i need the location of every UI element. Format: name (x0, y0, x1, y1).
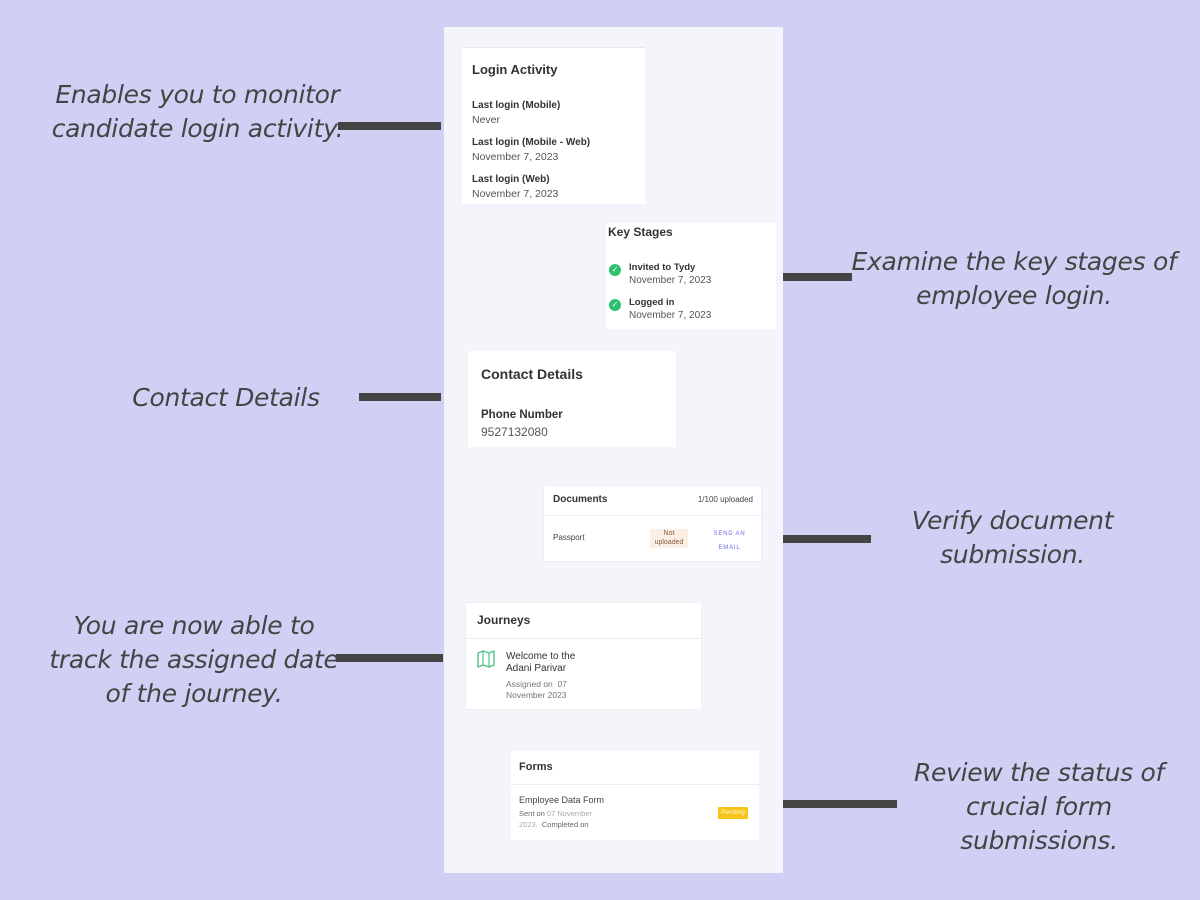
candidate-profile-panel: Login Activity Last login (Mobile) Never… (444, 27, 783, 873)
stage-logged-in-label: Logged in (629, 297, 675, 308)
login-mobile-label: Last login (Mobile) (472, 100, 561, 111)
connector-journeys (336, 654, 443, 662)
login-web-label: Last login (Web) (472, 174, 550, 185)
document-row-name: Passport (553, 533, 585, 542)
form-sent-prefix: Sent on (519, 809, 545, 818)
contact-details-card: Contact Details Phone Number 9527132080 (468, 351, 676, 447)
forms-title: Forms (519, 761, 553, 773)
form-sent-date-a: 07 November (546, 809, 592, 818)
stage-invited-date: November 7, 2023 (629, 275, 712, 286)
contact-details-title: Contact Details (481, 366, 583, 382)
journey-assigned-line2: November 2023 (506, 690, 567, 700)
callout-documents: Verify document submission. (911, 506, 1114, 569)
documents-title: Documents (553, 494, 608, 505)
key-stages-title: Key Stages (608, 225, 673, 239)
documents-card: Documents 1/100 uploaded Passport Not up… (544, 486, 761, 561)
login-activity-card: Login Activity Last login (Mobile) Never… (462, 47, 645, 204)
forms-divider (511, 784, 759, 785)
journeys-card: Journeys Welcome to the Adani Parivar As… (466, 603, 701, 709)
phone-number-value: 9527132080 (481, 425, 548, 439)
map-icon (476, 649, 496, 674)
form-sent-date-b: 2023. (519, 820, 538, 829)
login-mobile-web-value: November 7, 2023 (472, 151, 559, 163)
document-status-badge: Not uploaded (650, 529, 688, 548)
send-email-button[interactable]: SEND AN EMAIL (713, 531, 746, 551)
journey-name-line2: Adani Parivar (506, 663, 567, 674)
login-mobile-value: Never (472, 114, 501, 126)
form-item[interactable]: Employee Data Form Sent on 07 November 2… (519, 795, 604, 830)
login-mobile-web-label: Last login (Mobile - Web) (472, 137, 591, 148)
connector-documents (782, 535, 871, 543)
connector-forms (780, 800, 897, 808)
journeys-divider (466, 638, 701, 639)
key-stages-card: Key Stages ✓ Invited to Tydy November 7,… (606, 223, 776, 329)
stage-invited-label: Invited to Tydy (629, 262, 696, 273)
check-circle-icon: ✓ (609, 264, 621, 276)
documents-upload-count: 1/100 uploaded (697, 495, 753, 504)
callout-login: Enables you to monitor candidate login a… (51, 80, 344, 143)
connector-contact (359, 393, 441, 401)
journey-item[interactable]: Welcome to the Adani Parivar Assigned on… (506, 651, 575, 701)
journey-assigned-line1: Assigned on 07 (506, 679, 567, 689)
callout-forms: Review the status of crucial form submis… (913, 758, 1165, 855)
phone-number-label: Phone Number (481, 409, 563, 421)
stage-logged-in-date: November 7, 2023 (629, 310, 712, 321)
documents-divider (544, 515, 761, 516)
journeys-title: Journeys (477, 613, 531, 627)
form-status-badge: Pending (718, 807, 748, 819)
callout-contact: Contact Details (132, 383, 320, 412)
callout-stages: Examine the key stages of employee login… (851, 247, 1177, 310)
login-web-value: November 7, 2023 (472, 188, 559, 200)
login-activity-title: Login Activity (472, 62, 558, 77)
connector-login (338, 122, 441, 130)
callout-journeys: You are now able to track the assigned d… (49, 611, 339, 708)
form-completed-label: Completed on (541, 820, 589, 829)
journey-name-line1: Welcome to the (506, 651, 576, 662)
connector-stages (782, 273, 852, 281)
form-name: Employee Data Form (519, 795, 605, 805)
forms-card: Forms Employee Data Form Sent on 07 Nove… (511, 751, 759, 840)
check-circle-icon: ✓ (609, 299, 621, 311)
